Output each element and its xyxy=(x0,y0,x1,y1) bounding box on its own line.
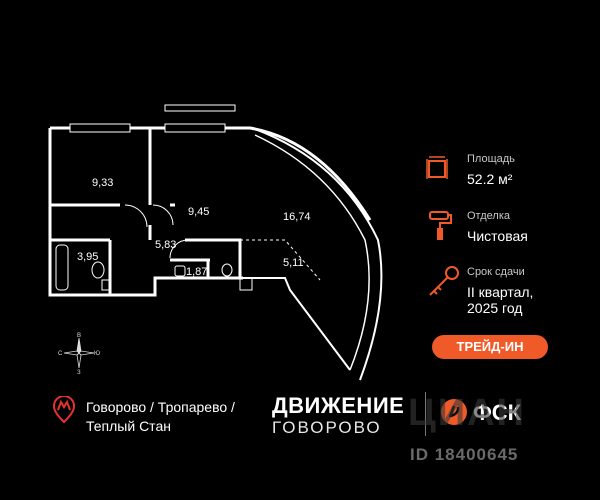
room-area-label: 5,11 xyxy=(283,257,304,269)
floor-plan-drawing: 9,33 9,45 16,74 3,95 5,83 1,87 5,11 xyxy=(48,104,383,381)
paint-roller-icon xyxy=(428,210,452,242)
room-area-label: 5,83 xyxy=(155,239,176,251)
compass-south-label: З xyxy=(77,370,81,374)
brand-divider xyxy=(425,392,426,436)
deadline-value-line2: 2025 год xyxy=(467,300,523,316)
room-area-label: 9,45 xyxy=(188,206,209,218)
listing-id: ID 18400645 xyxy=(410,445,519,464)
deadline-label: Срок сдачи xyxy=(467,266,525,278)
deadline-value-line1: II квартал, xyxy=(467,284,534,300)
key-icon xyxy=(425,265,461,299)
compass-west-label: С xyxy=(58,351,63,357)
project-name: ДВИЖЕНИЕ xyxy=(272,393,405,418)
area-value: 52.2 м² xyxy=(467,171,513,187)
room-area-label: 1,87 xyxy=(186,266,207,278)
area-label: Площадь xyxy=(467,153,515,165)
compass: В С Ю З xyxy=(58,332,100,374)
metro-stations-line1: Говорово / Тропарево / xyxy=(86,399,235,415)
metro-stations-line2: Теплый Стан xyxy=(86,418,171,434)
room-area-label: 9,33 xyxy=(92,177,113,189)
cian-watermark: ЦИАН xyxy=(408,392,526,434)
area-icon xyxy=(425,155,451,181)
trade-in-button[interactable]: ТРЕЙД-ИН xyxy=(432,335,548,359)
metro-icon xyxy=(52,396,76,424)
finish-value: Чистовая xyxy=(467,228,528,244)
room-area-label: 3,95 xyxy=(77,251,98,263)
floor-plan: 9,33 9,45 16,74 3,95 5,83 1,87 5,11 xyxy=(40,100,390,390)
project-subname: ГОВОРОВО xyxy=(272,418,382,437)
finish-label: Отделка xyxy=(467,210,510,222)
developer-name: ФСК xyxy=(473,400,522,425)
compass-north-label: В xyxy=(77,333,81,339)
compass-east-label: Ю xyxy=(94,351,100,357)
room-area-label: 16,74 xyxy=(283,211,311,223)
fsk-logo-icon xyxy=(440,398,468,426)
